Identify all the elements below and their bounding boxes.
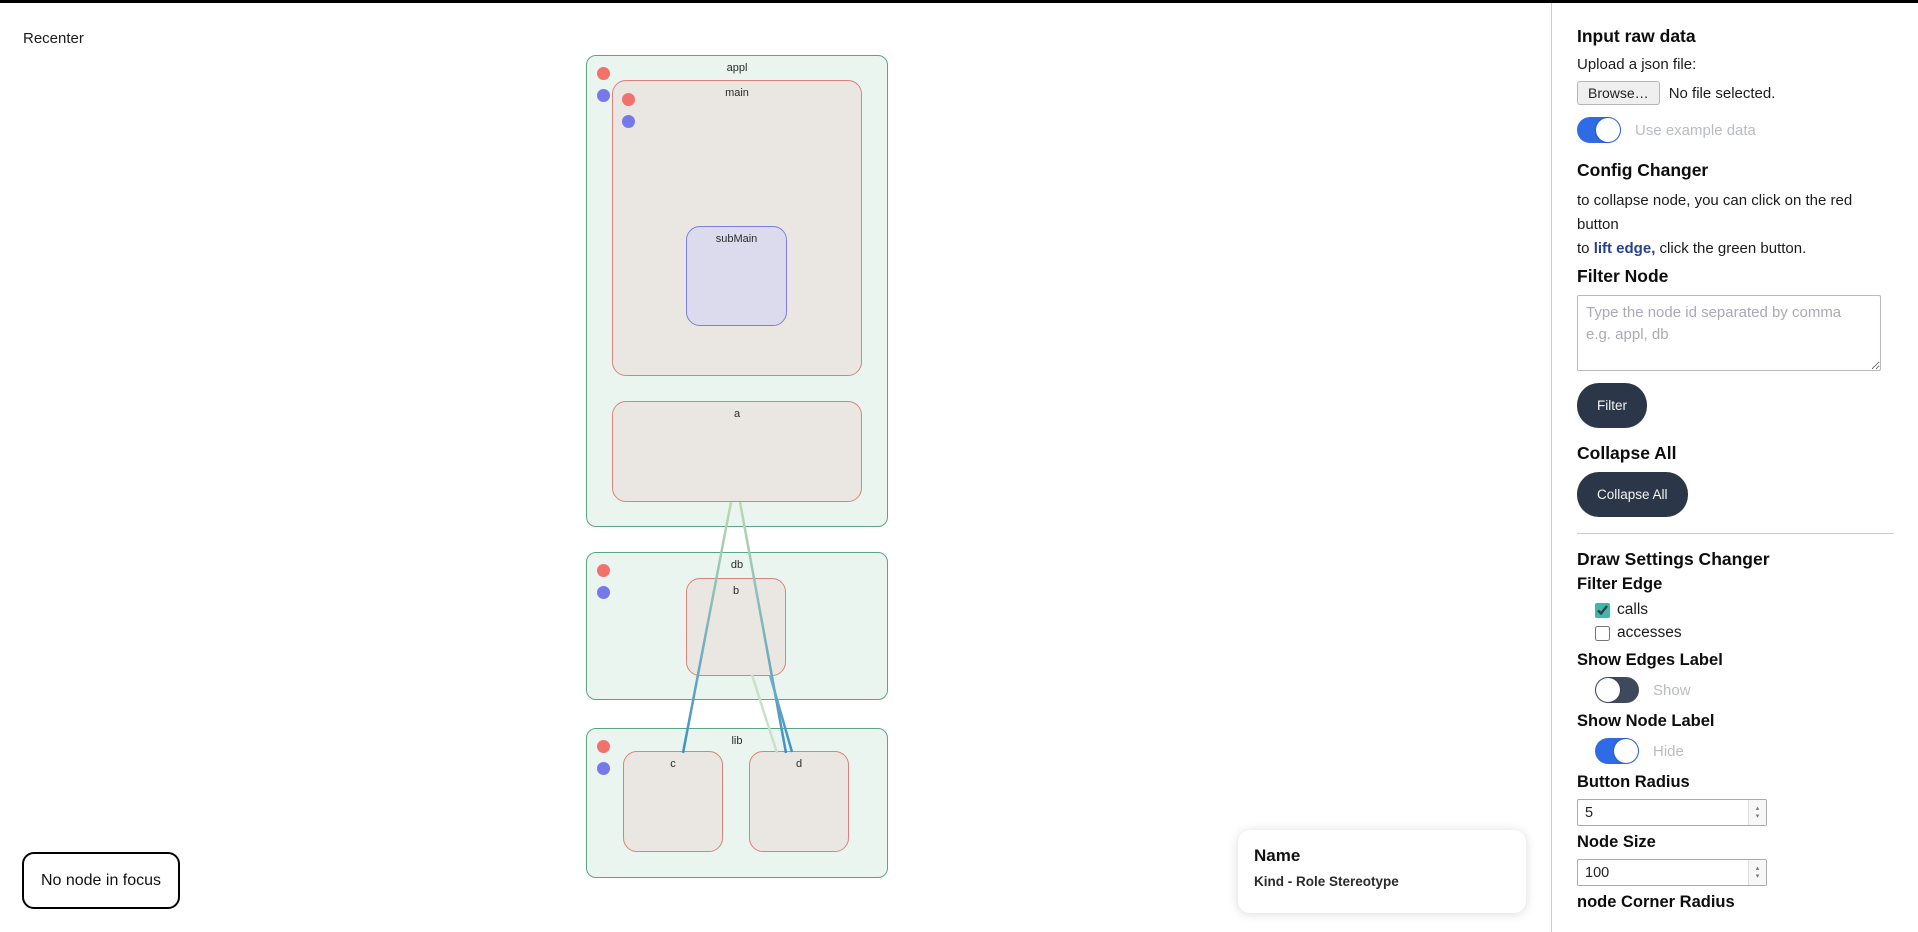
show-edges-toggle-label: Show bbox=[1653, 681, 1691, 699]
lift-edge-dot-lib[interactable] bbox=[597, 762, 610, 775]
config-changer-line2: to lift edge, click the green button. bbox=[1577, 240, 1807, 257]
collapse-dot-main[interactable] bbox=[622, 93, 635, 106]
collapse-dot-db[interactable] bbox=[597, 564, 610, 577]
filter-button[interactable]: Filter bbox=[1577, 383, 1647, 428]
node-label-d: d bbox=[795, 758, 803, 770]
lift-edge-dot-db[interactable] bbox=[597, 586, 610, 599]
spinner-up-icon[interactable]: ▴ bbox=[1755, 805, 1760, 812]
graph-node-a[interactable]: a bbox=[612, 401, 862, 502]
collapse-all-button[interactable]: Collapse All bbox=[1577, 472, 1688, 517]
lift-edge-link[interactable]: lift edge, bbox=[1593, 240, 1656, 257]
node-tooltip-card: Name Kind - Role Stereotype bbox=[1238, 830, 1526, 913]
browse-button[interactable]: Browse… bbox=[1577, 81, 1660, 105]
calls-checkbox[interactable] bbox=[1595, 602, 1610, 618]
show-node-toggle-label: Hide bbox=[1653, 742, 1684, 760]
input-raw-data-heading: Input raw data bbox=[1577, 26, 1696, 46]
tooltip-stereotype: Kind - Role Stereotype bbox=[1254, 874, 1399, 889]
collapse-all-heading: Collapse All bbox=[1577, 443, 1677, 463]
accesses-checkbox-label[interactable]: accesses bbox=[1617, 624, 1682, 641]
show-node-label-heading: Show Node Label bbox=[1577, 712, 1715, 730]
config-changer-heading: Config Changer bbox=[1577, 160, 1709, 180]
graph-node-c[interactable]: c bbox=[623, 751, 723, 852]
focus-status-text: No node in focus bbox=[40, 871, 162, 889]
node-label-subMain: subMain bbox=[715, 233, 758, 245]
toggle-knob bbox=[1596, 118, 1620, 142]
graph-canvas[interactable]: Recenter appl main subMain a db bbox=[0, 3, 1551, 932]
filter-node-heading: Filter Node bbox=[1577, 266, 1669, 286]
accesses-checkbox[interactable] bbox=[1595, 625, 1610, 641]
use-example-data-label: Use example data bbox=[1635, 121, 1756, 139]
toggle-knob bbox=[1596, 678, 1620, 702]
button-radius-heading: Button Radius bbox=[1577, 773, 1690, 791]
draw-settings-heading: Draw Settings Changer bbox=[1577, 549, 1770, 569]
graph-node-b[interactable]: b bbox=[686, 578, 786, 676]
number-spinner[interactable]: ▴ ▾ bbox=[1748, 800, 1766, 825]
node-size-input[interactable] bbox=[1577, 859, 1767, 886]
spinner-down-icon[interactable]: ▾ bbox=[1755, 813, 1760, 820]
graph-node-d[interactable]: d bbox=[749, 751, 849, 852]
node-label-b: b bbox=[732, 585, 740, 597]
filter-edge-heading: Filter Edge bbox=[1577, 575, 1663, 593]
node-corner-radius-heading: node Corner Radius bbox=[1577, 893, 1735, 911]
node-label-db: db bbox=[730, 559, 744, 571]
upload-json-label: Upload a json file: bbox=[1577, 56, 1697, 73]
collapse-dot-appl[interactable] bbox=[597, 67, 610, 80]
button-radius-field: ▴ ▾ bbox=[1577, 799, 1767, 826]
tooltip-name: Name bbox=[1254, 846, 1301, 865]
node-label-lib: lib bbox=[731, 735, 743, 747]
node-size-heading: Node Size bbox=[1577, 833, 1656, 851]
sidebar-divider bbox=[1577, 533, 1894, 534]
button-radius-input[interactable] bbox=[1577, 799, 1767, 826]
node-label-main: main bbox=[725, 87, 749, 99]
toggle-knob bbox=[1614, 739, 1638, 763]
spinner-down-icon[interactable]: ▾ bbox=[1755, 873, 1760, 880]
calls-checkbox-label[interactable]: calls bbox=[1617, 601, 1649, 618]
settings-sidebar: Input raw data Upload a json file: Brows… bbox=[1551, 3, 1918, 932]
show-edges-label-toggle[interactable] bbox=[1595, 677, 1639, 703]
node-label-a: a bbox=[733, 408, 741, 420]
filter-edge-row-calls: calls bbox=[1595, 601, 1894, 619]
node-label-appl: appl bbox=[726, 62, 748, 74]
show-edges-label-heading: Show Edges Label bbox=[1577, 651, 1723, 669]
use-example-data-toggle[interactable] bbox=[1577, 117, 1621, 143]
node-label-c: c bbox=[670, 758, 676, 770]
show-node-label-toggle[interactable] bbox=[1595, 738, 1639, 764]
number-spinner[interactable]: ▴ ▾ bbox=[1748, 860, 1766, 885]
lift-edge-dot-appl[interactable] bbox=[597, 89, 610, 102]
focus-status-box: No node in focus bbox=[22, 852, 180, 909]
collapse-dot-lib[interactable] bbox=[597, 740, 610, 753]
filter-node-textarea[interactable] bbox=[1577, 295, 1881, 371]
recenter-button[interactable]: Recenter bbox=[23, 30, 84, 47]
graph-node-subMain[interactable]: subMain bbox=[686, 226, 787, 326]
filter-edge-row-accesses: accesses bbox=[1595, 624, 1894, 642]
node-size-field: ▴ ▾ bbox=[1577, 859, 1767, 886]
config-changer-line1: to collapse node, you can click on the r… bbox=[1577, 192, 1853, 233]
lift-edge-dot-main[interactable] bbox=[622, 115, 635, 128]
spinner-up-icon[interactable]: ▴ bbox=[1755, 865, 1760, 872]
file-status-text: No file selected. bbox=[1668, 84, 1776, 102]
